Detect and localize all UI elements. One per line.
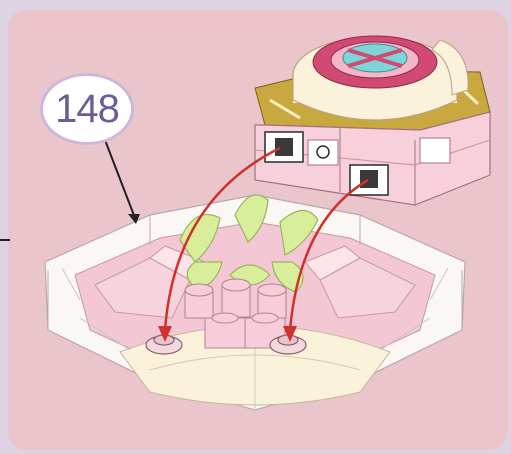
pointer-line (105, 140, 135, 218)
step-number: 148 (55, 87, 119, 132)
tower-assembly (255, 36, 490, 205)
step-number-bubble: 148 (40, 73, 134, 145)
base-assembly (45, 195, 465, 412)
